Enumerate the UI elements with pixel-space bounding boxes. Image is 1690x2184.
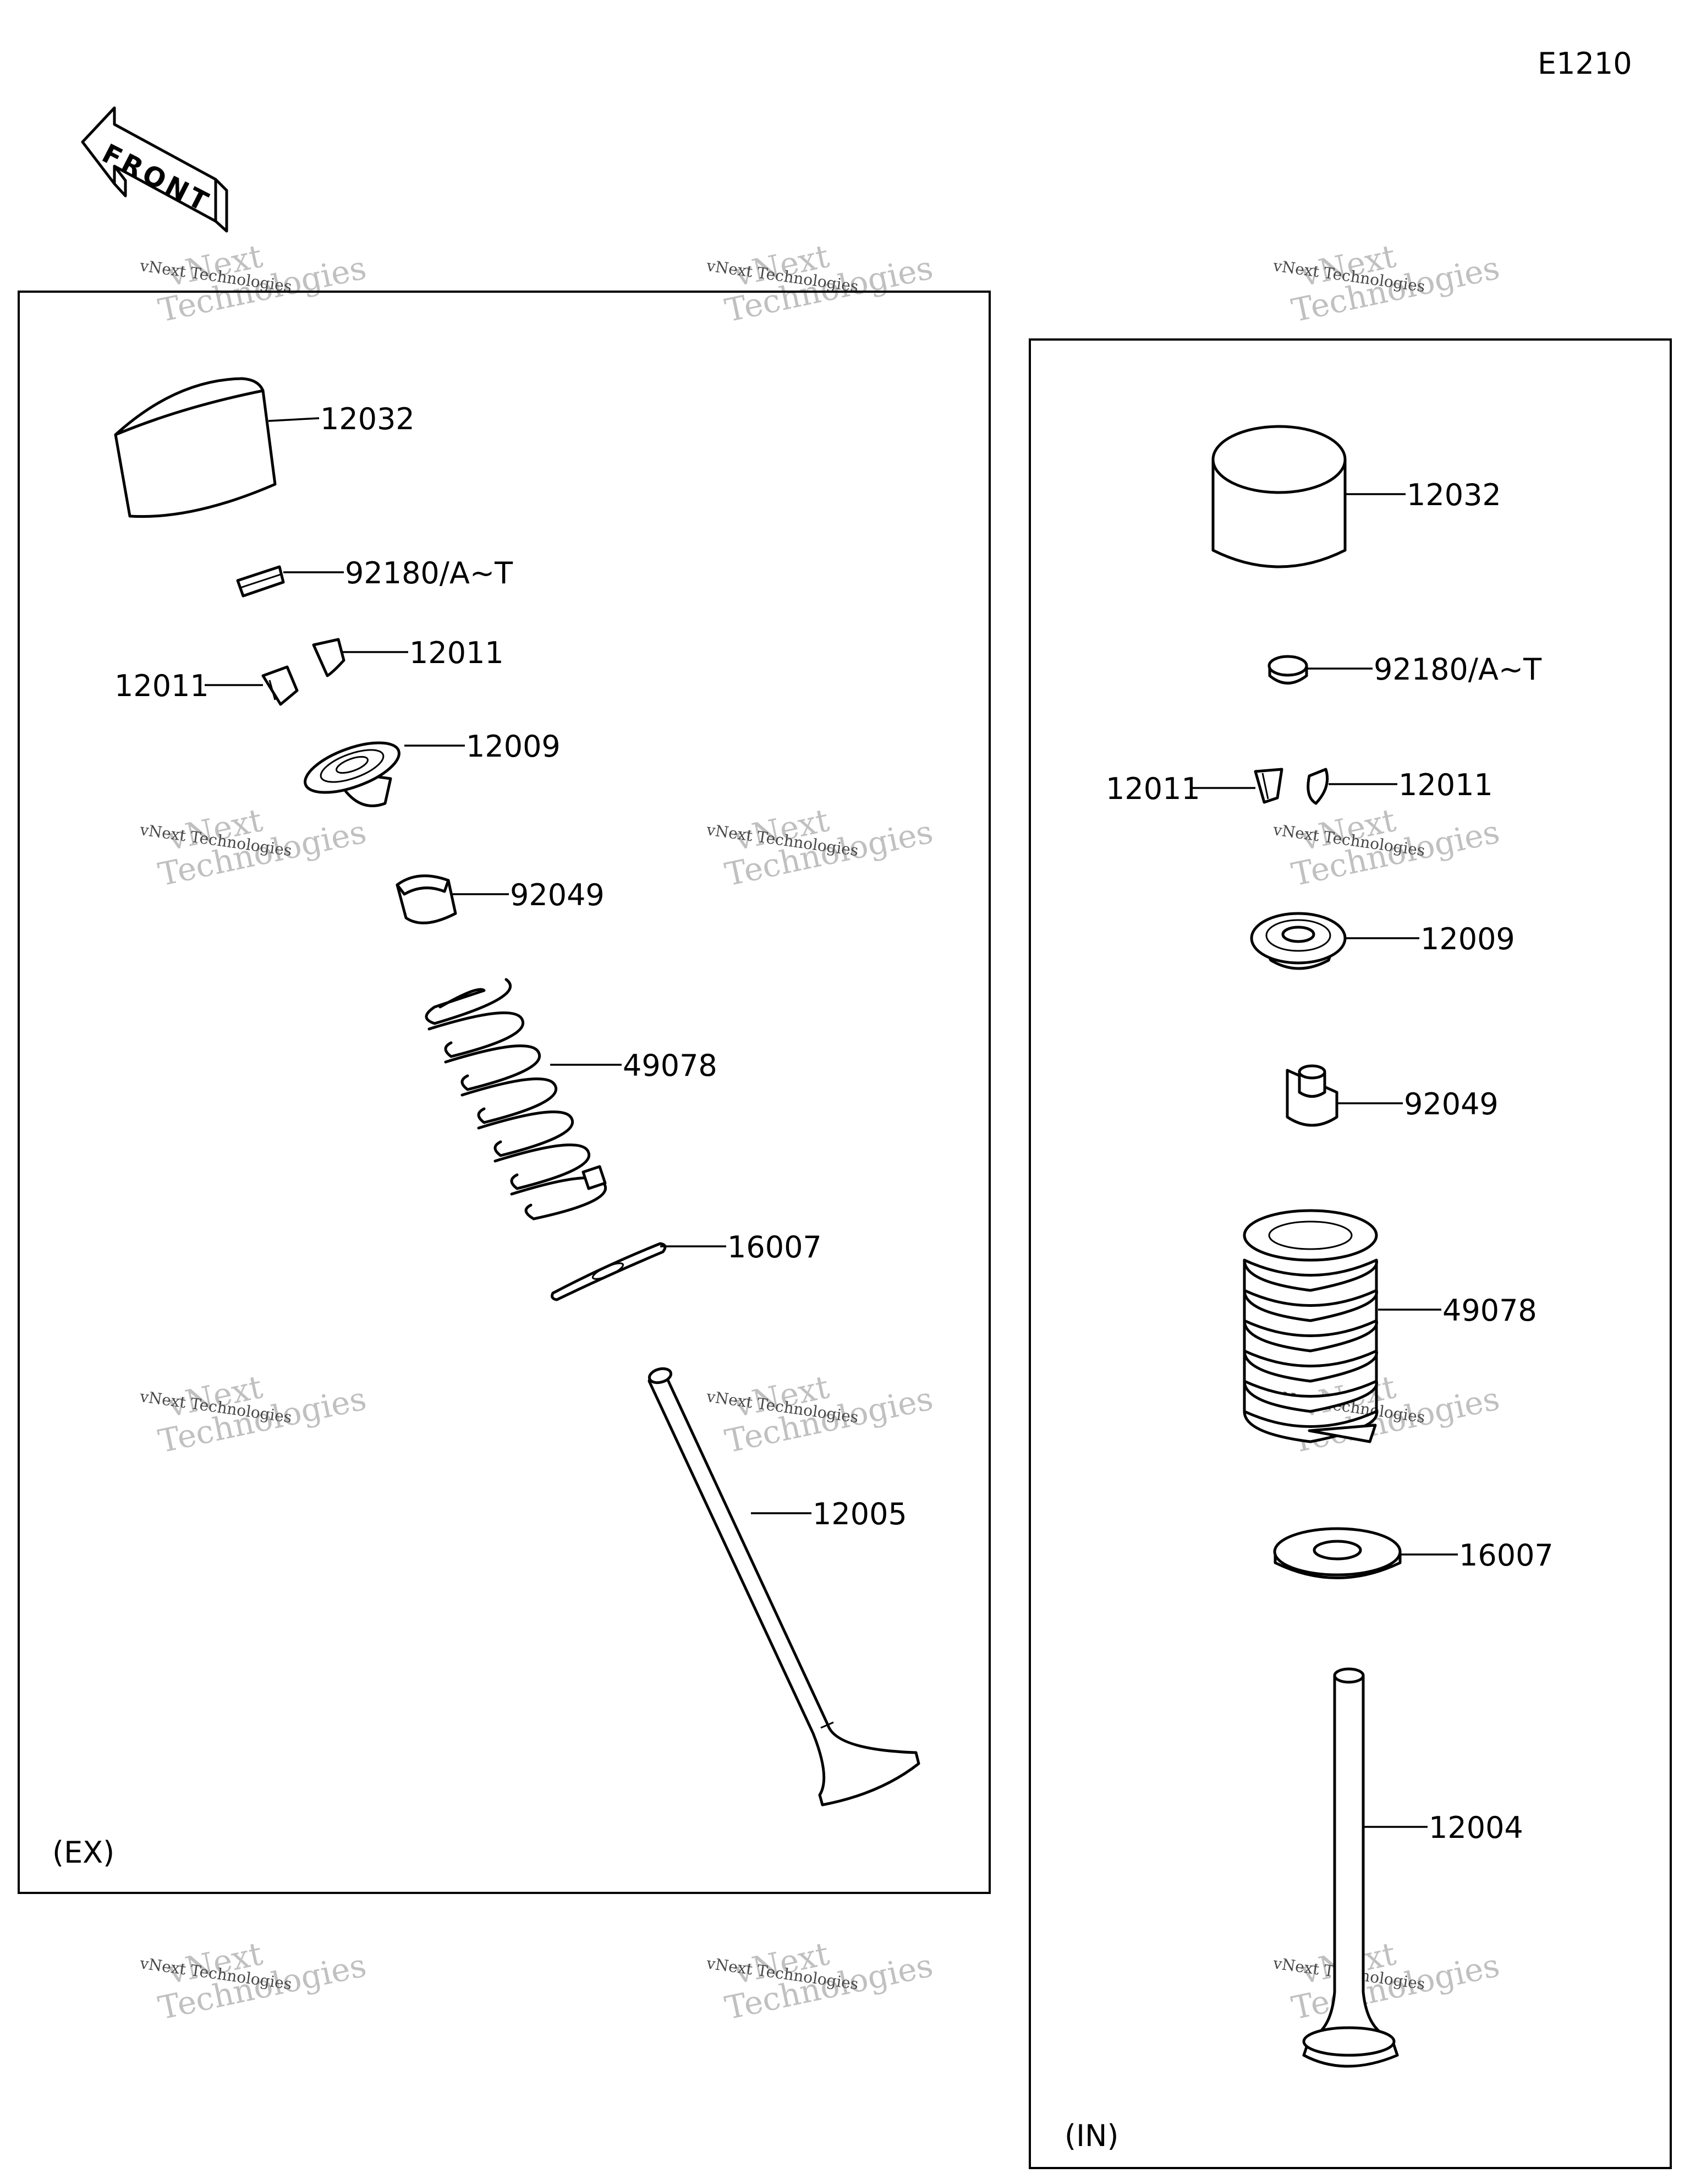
in-shim: 92180/A~T [1268,652,1542,687]
ex-cotters: 12011 12011 [114,636,504,706]
ex-label-valve: 12005 [813,1497,907,1531]
ex-label-spring: 49078 [623,1048,717,1083]
in-label-cotter-left: 12011 [1106,771,1200,806]
in-retainer: 12009 [1250,912,1515,970]
ex-label-seat: 16007 [727,1230,822,1265]
ex-seal: 92049 [396,874,605,924]
in-label-seal: 92049 [1404,1087,1499,1121]
ex-label-tappet: 12032 [320,402,415,436]
in-label-cotter-right: 12011 [1398,768,1493,802]
ex-label-shim: 92180/A~T [345,556,513,590]
exhaust-panel: 12032 92180/A~T 12011 12011 12009 [18,291,991,1894]
ex-tappet: 12032 [114,377,415,518]
intake-panel: 12032 92180/A~T 12011 12011 12009 [1029,338,1672,2169]
in-label-shim: 92180/A~T [1374,652,1542,687]
ex-shim: 92180/A~T [236,556,513,598]
in-seat: 16007 [1273,1527,1554,1579]
in-panel-label: (IN) [1065,2119,1118,2153]
in-label-retainer: 12009 [1420,922,1515,956]
in-label-tappet: 12032 [1407,478,1501,512]
in-spring: 49078 [1243,1209,1537,1443]
front-arrow-icon: FRONT [81,106,228,233]
in-label-seat: 16007 [1459,1538,1554,1573]
in-label-spring: 49078 [1442,1293,1537,1328]
ex-label-retainer: 12009 [466,729,561,764]
in-cotters: 12011 12011 [1106,768,1493,806]
ex-panel-label: (EX) [52,1835,114,1870]
in-valve: 12004 [1302,1667,1523,2068]
in-seal: 92049 [1286,1064,1499,1127]
ex-label-cotter-left: 12011 [114,669,209,703]
ex-spring: 49078 [425,978,717,1220]
in-label-valve: 12004 [1429,1810,1523,1845]
ex-label-seal: 92049 [510,878,605,912]
ex-retainer: 12009 [304,729,561,807]
in-tappet: 12032 [1211,425,1501,568]
ex-seat: 16007 [551,1230,822,1301]
diagram-code: E1210 [1538,46,1632,81]
ex-label-cotter-right: 12011 [409,636,504,670]
ex-valve: 12005 [648,1367,920,1807]
